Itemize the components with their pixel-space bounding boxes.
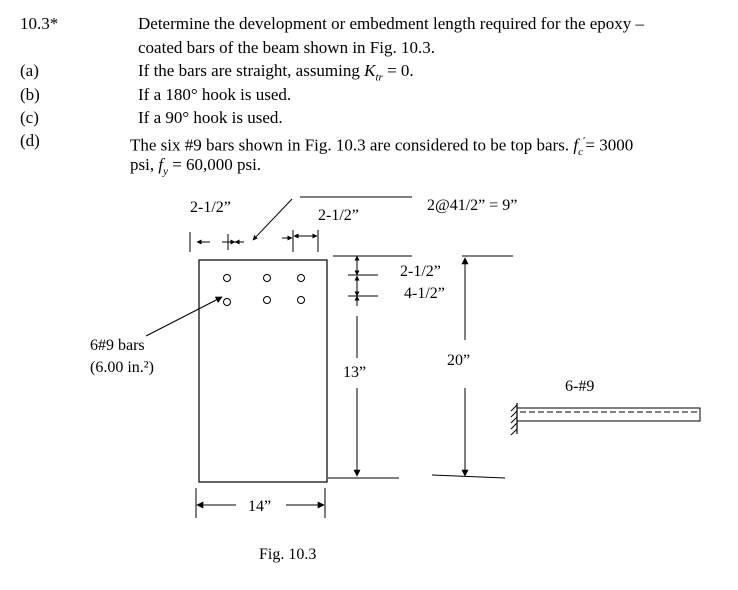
part-c-text: If a 90° hook is used. (138, 108, 283, 127)
width-dimension (195, 488, 326, 518)
problem-number: 10.3* (20, 14, 59, 33)
part-a-text: If the bars are straight, assuming Ktr =… (138, 61, 414, 84)
rebar (223, 298, 231, 306)
dim-top-right-label: 2@41/2” = 9” (427, 197, 518, 214)
part-d-text-line-1: The six #9 bars shown in Fig. 10.3 are c… (130, 135, 634, 159)
rebar (223, 274, 231, 282)
rebar (263, 274, 271, 282)
elevation-label: 6-#9 (565, 378, 595, 395)
part-b-label: (b) (20, 85, 40, 104)
top-dimension-marks (189, 196, 412, 252)
part-a-label: (a) (20, 61, 39, 80)
figure-caption: Fig. 10.3 (259, 546, 317, 563)
part-c-label: (c) (20, 108, 39, 127)
part-d-text-line-2: psi, fy = 60,000 psi. (130, 155, 262, 178)
statement-line-2: coated bars of the beam shown in Fig. 10… (138, 38, 435, 57)
part-d-label: (d) (20, 131, 40, 150)
right-dimension-marks (328, 255, 412, 479)
rebar (297, 274, 305, 282)
beam-section-outline (198, 259, 328, 483)
rebar (297, 296, 305, 304)
dim-right-2-label: 4-1/2” (404, 285, 445, 302)
dim-width-label: 14” (248, 498, 272, 515)
bars-leader-arrow (145, 296, 223, 337)
part-b-text: If a 180° hook is used. (138, 85, 292, 104)
dim-right-1-label: 2-1/2” (400, 263, 441, 280)
dim-top-mid-label: 2-1/2” (318, 207, 359, 224)
statement-line-1: Determine the development or embedment l… (138, 14, 645, 33)
bars-label-2: (6.00 in.²) (90, 359, 154, 376)
dim-20-label: 20” (447, 352, 471, 369)
bars-label-1: 6#9 bars (90, 337, 145, 354)
rebar (263, 296, 271, 304)
dim-13-label: 13” (343, 364, 367, 381)
beam-elevation (510, 403, 701, 436)
overall-depth-dimension (431, 255, 513, 479)
dim-top-left-label: 2-1/2” (190, 199, 231, 216)
rebar-group (223, 274, 305, 306)
